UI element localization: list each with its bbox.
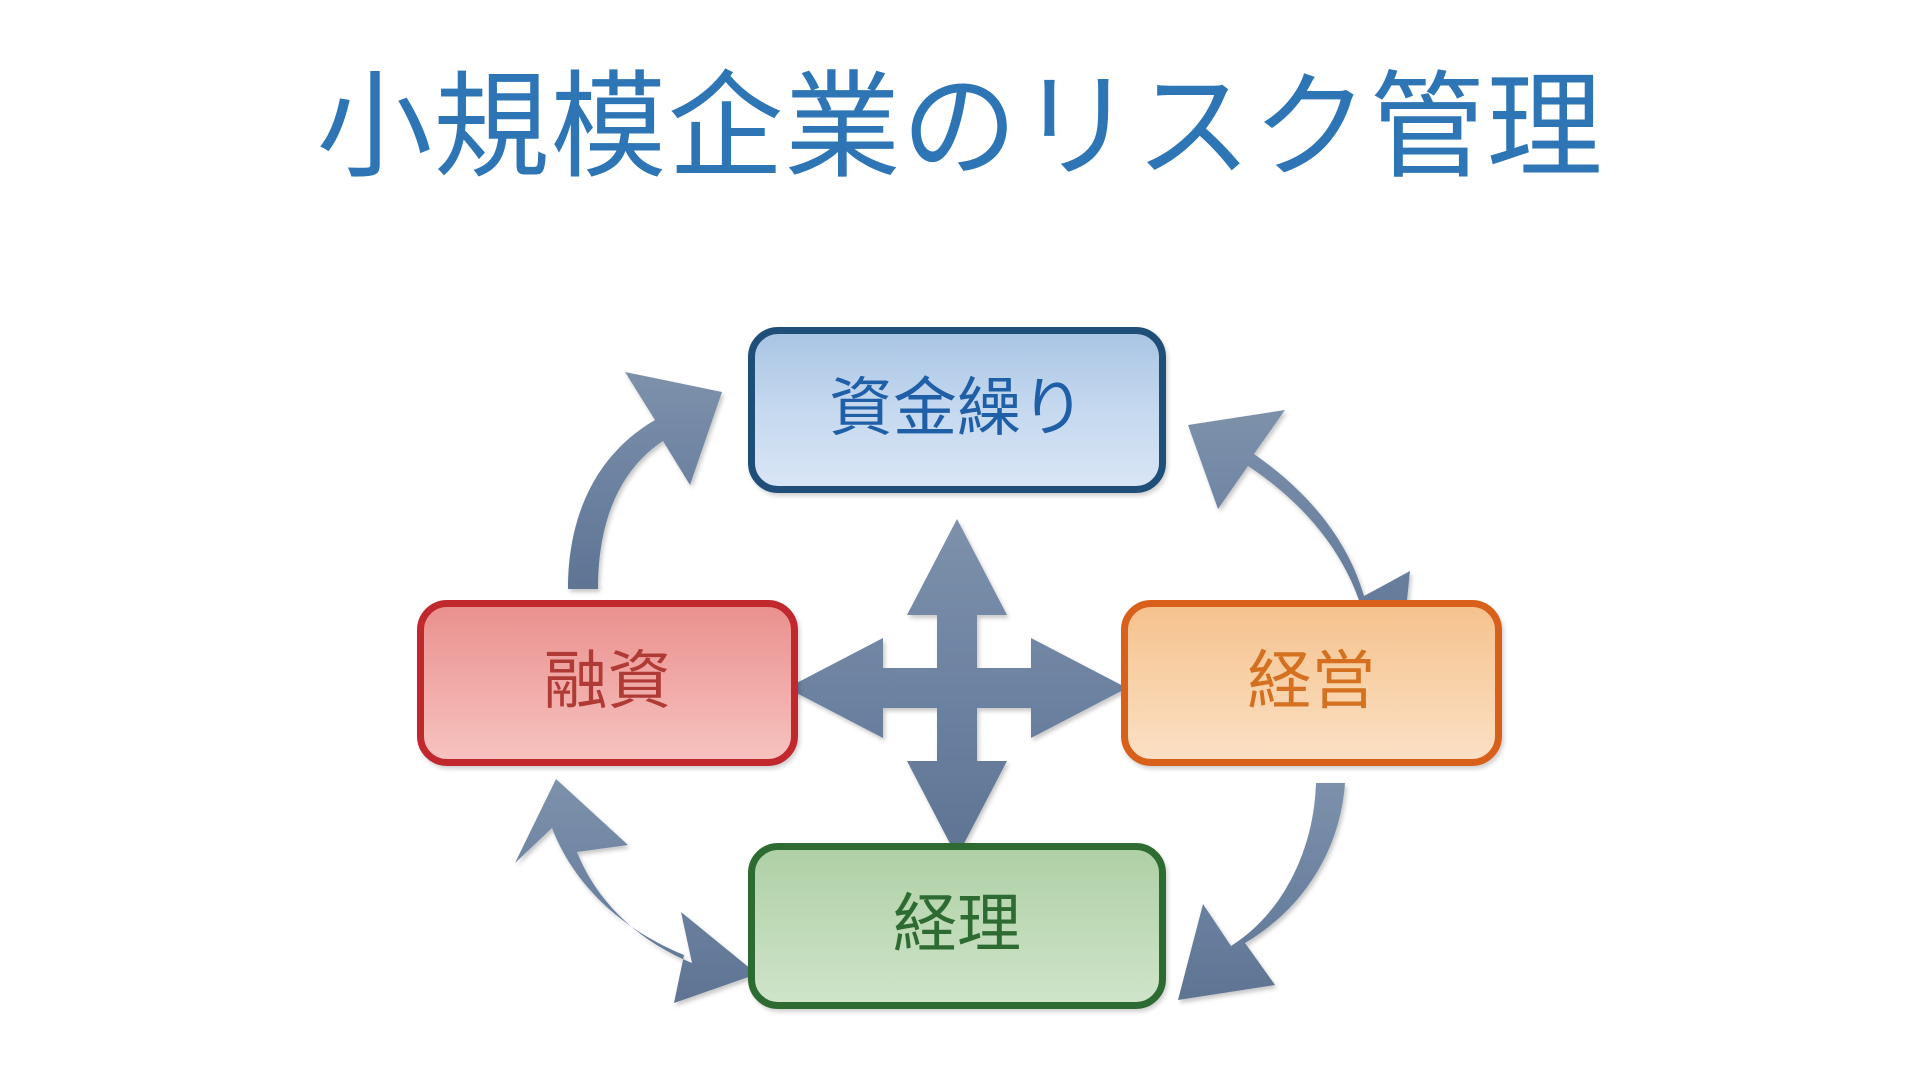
curved-arrow-yushi-to-shikin xyxy=(568,372,722,589)
four-way-arrow-icon xyxy=(787,519,1127,857)
node-keiri[interactable]: 経理 xyxy=(748,843,1166,1009)
node-shikin-label: 資金繰り xyxy=(829,372,1085,444)
node-shikin[interactable]: 資金繰り xyxy=(748,327,1166,493)
node-keiei-label: 経営 xyxy=(1247,645,1376,717)
curved-arrow-yushi-to-keiri xyxy=(515,779,757,1003)
node-yushi-label: 融資 xyxy=(543,645,672,717)
node-keiri-label: 経理 xyxy=(893,888,1021,960)
node-yushi[interactable]: 融資 xyxy=(417,600,798,766)
curved-arrow-keiei-to-keiri xyxy=(1178,783,1345,1000)
page-title: 小規模企業のリスク管理 xyxy=(316,62,1604,192)
node-keiei[interactable]: 経営 xyxy=(1121,600,1502,766)
